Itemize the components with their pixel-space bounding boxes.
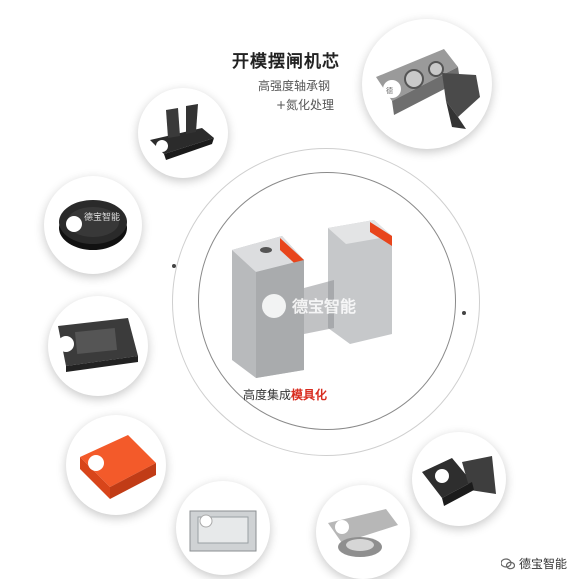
caption-prefix: 高度集成: [243, 388, 292, 402]
thumb-dark-bracket: [412, 432, 506, 526]
thumb-plate: [48, 296, 148, 396]
thumb-machined-part: [316, 485, 410, 579]
thumb-orange-pad: [66, 415, 166, 515]
subtitle-treatment: +氮化处理: [276, 98, 335, 112]
knob-image: 德宝智能: [59, 200, 127, 250]
mechanism-image: 德: [376, 49, 480, 129]
watermark: 德宝智能: [500, 555, 567, 572]
bracket-image: [150, 104, 214, 160]
plate-image: [58, 318, 138, 372]
turnstile-product: 德宝智能: [232, 220, 392, 378]
wechat-icon: [500, 557, 515, 569]
outer-orbit-ring: [172, 148, 480, 456]
knob-logo-text: 德宝智能: [84, 211, 120, 223]
inner-orbit-ring: [198, 172, 456, 430]
orange-pad-image: [80, 435, 156, 499]
orbit-dot-right: [462, 311, 466, 315]
subtitle-material: 高强度轴承钢: [258, 79, 331, 93]
machined-part-image: [328, 509, 398, 557]
product-logo-text: 德宝智能: [292, 297, 356, 316]
dark-bracket-image: [422, 456, 496, 506]
thumb-mechanism: 德: [362, 19, 492, 149]
integration-caption: 高度集成模具化: [243, 386, 327, 403]
thumb-knob: 德宝智能: [44, 176, 142, 274]
box-image: [189, 510, 257, 552]
orbit-dot-left: [172, 264, 176, 268]
watermark-text: 德宝智能: [518, 557, 567, 571]
svg-text:德: 德: [386, 86, 393, 95]
page-title: 开模摆闸机芯: [232, 52, 340, 72]
thumb-bracket: [138, 88, 228, 178]
caption-highlight: 模具化: [291, 388, 328, 402]
thumb-box: [176, 481, 270, 575]
